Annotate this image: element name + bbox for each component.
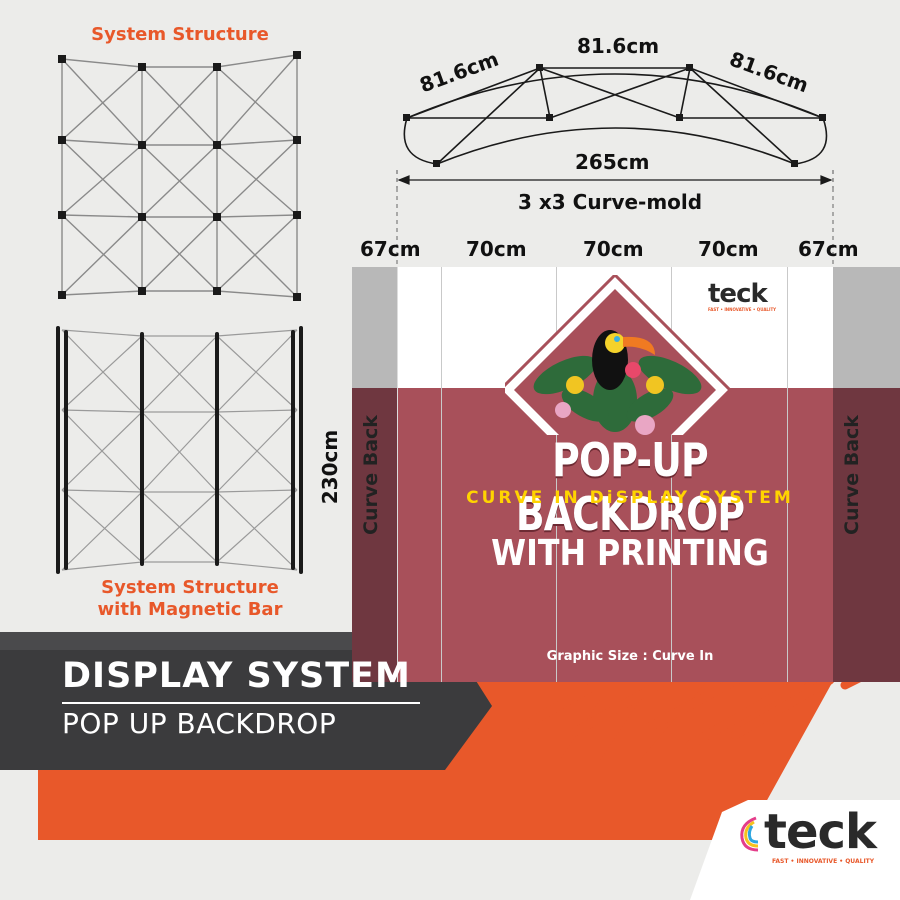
- panel-divider: [556, 267, 557, 682]
- magnetic-bar-structure-diagram: [56, 326, 303, 574]
- panel-divider: [787, 267, 788, 682]
- toucan-artwork: [505, 275, 733, 435]
- backdrop-print-area: [352, 388, 900, 682]
- panel-brand-logo: teck FAST • INNOVATIVE • QUALITY: [708, 281, 788, 312]
- graphic-size-text: Graphic Size : Curve In: [546, 649, 714, 664]
- panel-width-5: 67cm: [798, 237, 859, 261]
- magnetic-bar-label: System Structure with Magnetic Bar: [70, 577, 310, 621]
- height-dimension: 230cm: [318, 429, 342, 505]
- curve-mold-caption: 3 x3 Curve-mold: [518, 190, 703, 214]
- banner-subtitle: POP UP BACKDROP: [62, 707, 337, 740]
- panel-brand-tagline: FAST • INNOVATIVE • QUALITY: [708, 307, 777, 312]
- panel-width-4: 70cm: [698, 237, 759, 261]
- system-structure-label: System Structure: [91, 24, 269, 45]
- banner-title: DISPLAY SYSTEM: [62, 656, 411, 696]
- backdrop-title: POP-UP BACKDROP: [515, 433, 745, 541]
- with-printing-text: WITH PRINTING: [491, 533, 769, 574]
- right-side-top: [833, 267, 900, 388]
- panel-divider: [441, 267, 442, 682]
- frame-structure-diagram: [58, 51, 301, 301]
- backdrop-subtitle: CURVE IN DiSPLAY SYSTEM: [466, 488, 794, 508]
- brand-tagline: FAST • INNOVATIVE • QUALITY: [772, 858, 875, 865]
- panel-divider: [671, 267, 672, 682]
- total-width-dimension: 265cm: [575, 150, 650, 174]
- logo-swirl-icon: [740, 816, 759, 852]
- arc-mid-dimension: 81.6cm: [577, 34, 660, 58]
- dimension-extension-lines: [396, 188, 834, 268]
- panel-width-3: 70cm: [583, 237, 644, 261]
- left-curve-back-panel: [352, 388, 397, 682]
- banner-divider: [62, 702, 420, 704]
- panel-divider: [397, 267, 398, 682]
- brand-name: teck: [764, 804, 877, 860]
- right-curve-back-label: Curve Back: [841, 415, 863, 535]
- magnetic-bar-label-line2: with Magnetic Bar: [97, 599, 283, 620]
- panel-brand-name: teck: [708, 279, 768, 309]
- panel-width-1: 67cm: [360, 237, 421, 261]
- left-side-top: [352, 267, 397, 388]
- left-curve-back-label: Curve Back: [360, 415, 382, 535]
- panel-width-2: 70cm: [466, 237, 527, 261]
- right-curve-back-panel: [833, 388, 900, 682]
- magnetic-bar-label-line1: System Structure: [101, 577, 279, 598]
- curve-top-view-diagram: [396, 64, 834, 190]
